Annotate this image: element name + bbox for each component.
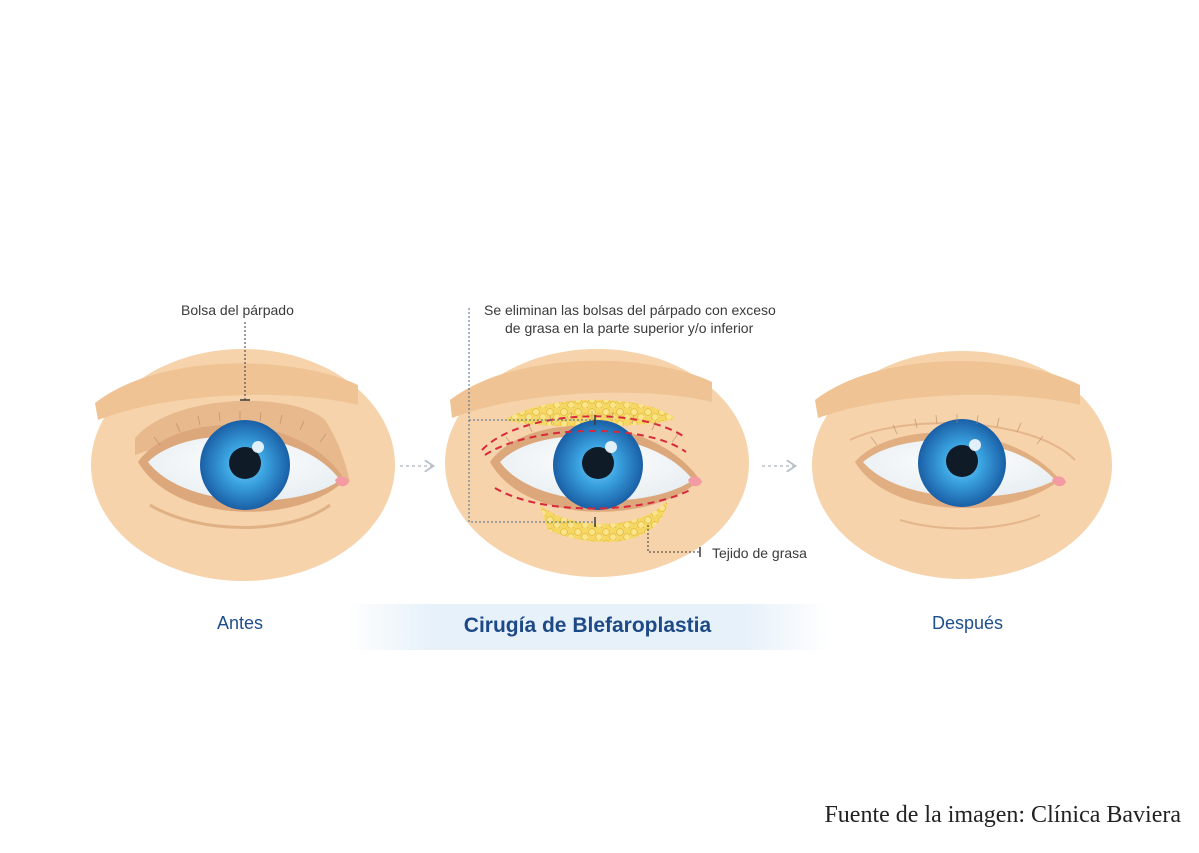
leader-removal-note: [468, 308, 595, 523]
label-removal-note-line1: Se eliminan las bolsas del párpado con e…: [484, 302, 776, 318]
lower-crease-after: [899, 514, 1041, 530]
pupil-surgery: [582, 447, 614, 479]
title-band: [345, 604, 830, 650]
stage-label-after: Después: [932, 613, 1004, 633]
fat-lower: [540, 500, 668, 543]
tear-duct-surgery: [688, 476, 702, 487]
label-eyelid-bag: Bolsa del párpado: [181, 302, 294, 318]
eye-after: [812, 351, 1112, 579]
incision-upper-outer: [481, 415, 687, 451]
tear-duct-after: [1052, 476, 1066, 487]
highlight-surgery: [605, 441, 617, 453]
brow-after: [815, 361, 1080, 418]
label-removal-note-line2: de grasa en la parte superior y/o inferi…: [505, 320, 754, 336]
lower-bag-before: [149, 503, 331, 529]
label-fat-tissue: Tejido de grasa: [712, 545, 807, 561]
tear-duct-before: [335, 476, 349, 487]
pupil-before: [229, 447, 261, 479]
eye-surgery: [445, 349, 749, 577]
brow-before: [95, 363, 358, 420]
stage-label-before: Antes: [217, 613, 264, 633]
image-source-credit: Fuente de la imagen: Clínica Baviera: [824, 802, 1181, 828]
eye-before: [91, 349, 395, 581]
highlight-before: [252, 441, 264, 453]
diagram-title: Cirugía de Blefaroplastia: [463, 614, 712, 637]
incision-lower: [494, 487, 691, 510]
pupil-after: [946, 445, 978, 477]
brow-surgery: [450, 360, 712, 418]
leader-fat-tissue: [647, 525, 700, 553]
highlight-after: [969, 439, 981, 451]
